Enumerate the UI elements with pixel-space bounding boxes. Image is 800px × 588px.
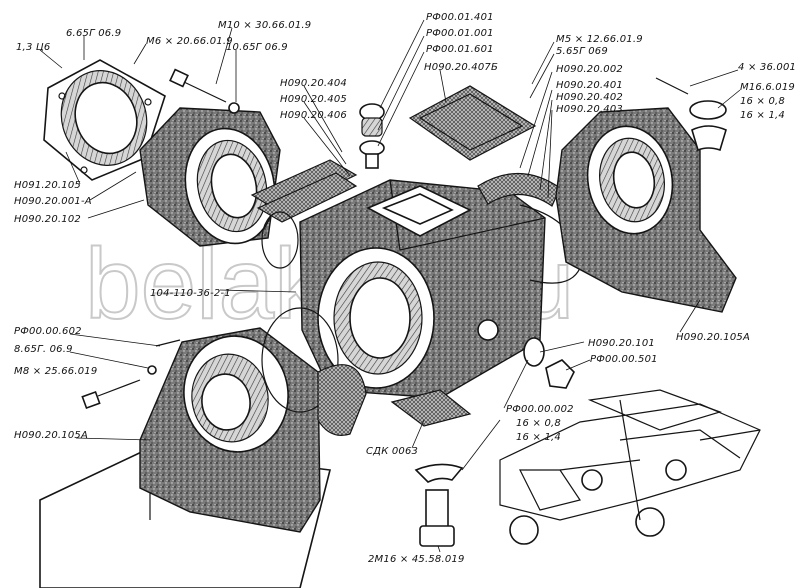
machine-inset <box>499 389 761 545</box>
callout-label: Н090.20.404 <box>280 78 347 89</box>
bolt-m16 <box>414 463 464 547</box>
callout-label: Н090.20.406 <box>280 110 347 121</box>
gasket-ring <box>261 307 367 436</box>
callout-label: Н090.20.102 <box>14 214 81 225</box>
breather-cap <box>359 103 385 169</box>
bolt-m8 <box>81 339 181 410</box>
callout-label: 1,3 Ц6 <box>16 42 50 53</box>
callout-label: Н090.20.001-А <box>14 196 92 207</box>
leader-lines <box>39 19 741 553</box>
callout-label: РФ00.01.601 <box>426 44 494 55</box>
callout-label: Н090.20.402 <box>556 92 623 103</box>
callout-label: Н090.20.407Б <box>424 62 498 73</box>
callout-label: СДК 0063 <box>366 446 418 457</box>
callout-label: М8 × 25.66.019 <box>14 366 97 377</box>
left-flange-cover <box>43 59 166 181</box>
callout-label: 2М16 × 45.58.019 <box>368 554 465 565</box>
callout-label: Н090.20.405 <box>280 94 347 105</box>
callout-label: 10.65Г 06.9 <box>226 42 288 53</box>
right-bearing-pedestal <box>555 107 737 313</box>
callout-label: 16 × 0,8 <box>516 418 561 429</box>
callout-label: М5 × 12.66.01.9 <box>556 34 643 45</box>
callout-label: Н090.20.002 <box>556 64 623 75</box>
callout-label: 16 × 0,8 <box>740 96 785 107</box>
shim-gaskets <box>250 159 358 269</box>
callout-label: 104-110-36-2-1 <box>150 288 231 299</box>
bolt-m10 <box>169 68 240 114</box>
oil-seal-and-plug <box>523 337 575 389</box>
shim-pack <box>390 389 472 427</box>
callout-label: Н090.20.105А <box>14 430 88 441</box>
castle-nut-group <box>655 77 727 152</box>
callout-label: М10 × 30.66.01.9 <box>218 20 311 31</box>
gear-carrier-housing <box>139 107 281 247</box>
main-body-housing <box>299 179 546 399</box>
callout-label: РФ00.00.501 <box>590 354 658 365</box>
callout-label: 16 × 1,4 <box>740 110 785 121</box>
callout-label: РФ00.00.602 <box>14 326 82 337</box>
callout-label: Н090.20.105А <box>676 332 750 343</box>
callout-label: РФ00.01.401 <box>426 12 494 23</box>
callout-label: М6 × 20.66.01.9 <box>146 36 233 47</box>
callout-label: 8.65Г. 06.9 <box>14 344 73 355</box>
callout-label: РФ00.00.002 <box>506 404 574 415</box>
left-bearing-pedestal <box>139 327 321 533</box>
callout-label: Н091.20.105 <box>14 180 81 191</box>
callout-labels: 1,3 Ц6 6.65Г 06.9 М6 × 20.66.01.9 М10 × … <box>14 12 796 565</box>
callout-label: РФ00.01.001 <box>426 28 494 39</box>
top-cover-plate <box>408 85 537 161</box>
callout-label: 4 × 36.001 <box>738 62 796 73</box>
callout-label: Н090.20.403 <box>556 104 623 115</box>
callout-label: М16.6.019 <box>740 82 795 93</box>
callout-label: 5.65Г 069 <box>556 46 608 57</box>
callout-label: 16 × 1,4 <box>516 432 561 443</box>
callout-label: Н090.20.401 <box>556 80 623 91</box>
callout-label: Н090.20.101 <box>588 338 655 349</box>
callout-label: 6.65Г 06.9 <box>66 28 121 39</box>
